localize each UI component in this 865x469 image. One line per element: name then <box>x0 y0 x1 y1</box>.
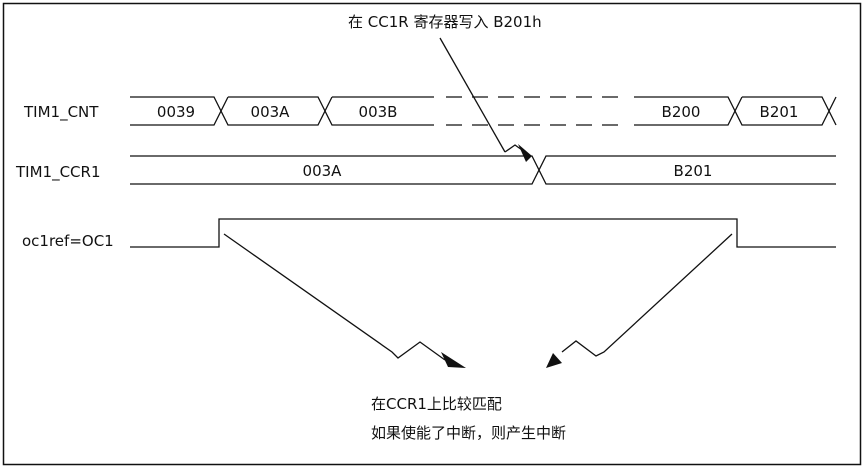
match-arrow-left-head <box>441 352 466 368</box>
tim1-ccr1-bus <box>130 155 836 185</box>
ccr1-value-003a: 003A <box>303 162 343 180</box>
tim1-ccr1-label: TIM1_CCR1 <box>15 163 101 182</box>
cnt-value-0039: 0039 <box>157 103 195 121</box>
oc1ref-waveform <box>130 218 836 248</box>
tim1-cnt-bus <box>130 96 837 126</box>
write-note-arrowhead <box>518 144 532 162</box>
match-arrow-left-line <box>223 233 446 361</box>
ccr1-value-b201: B201 <box>674 162 713 180</box>
cnt-value-b201: B201 <box>760 103 799 121</box>
interrupt-note: 如果使能了中断，则产生中断 <box>371 424 566 442</box>
write-note-arrow-tail <box>504 144 523 153</box>
compare-match-note: 在CCR1上比较匹配 <box>371 395 502 413</box>
oc1ref-label: oc1ref=OC1 <box>22 232 114 250</box>
write-ccr1-note: 在 CC1R 寄存器写入 B201h <box>348 13 542 31</box>
match-arrow-right-line <box>561 233 733 357</box>
cnt-value-003a: 003A <box>251 103 291 121</box>
cnt-value-003b: 003B <box>359 103 398 121</box>
match-arrow-right-head <box>546 353 562 368</box>
write-note-leader <box>439 37 506 153</box>
tim1-cnt-label: TIM1_CNT <box>23 103 99 122</box>
cnt-value-b200: B200 <box>662 103 701 121</box>
